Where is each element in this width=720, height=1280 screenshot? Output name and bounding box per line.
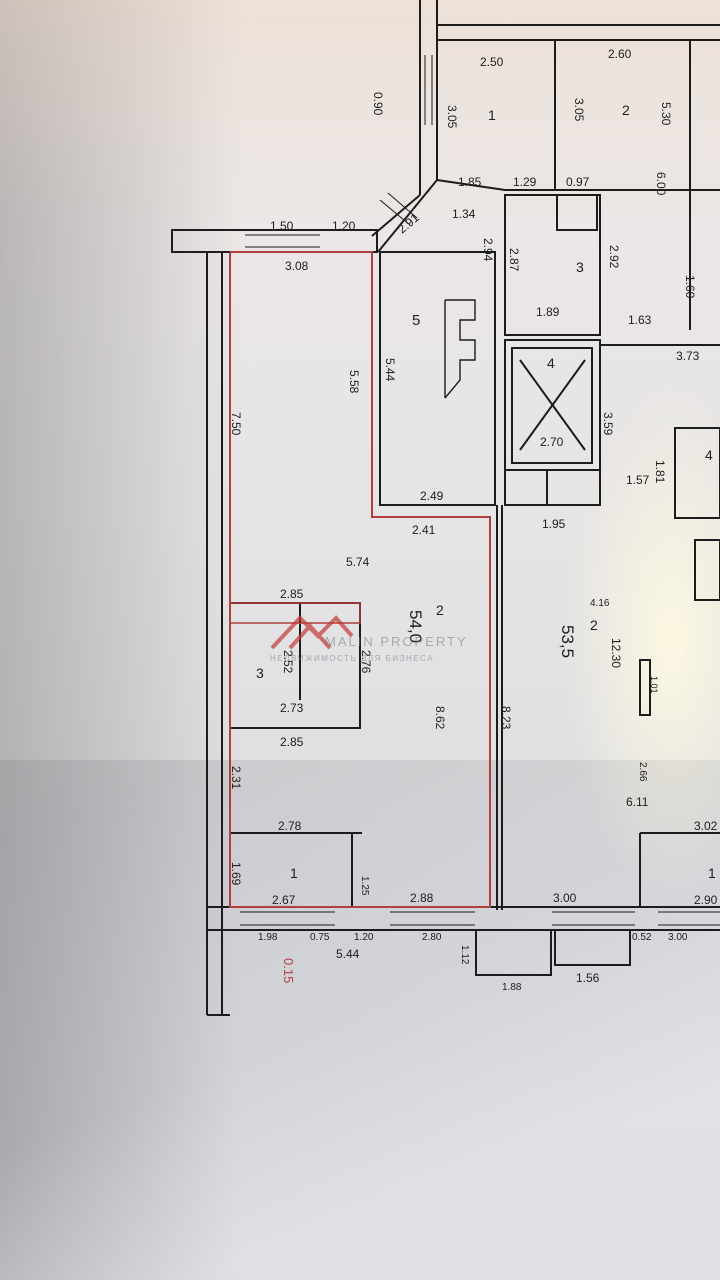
dim: 2.88 — [410, 891, 434, 905]
dim: 5.30 — [659, 102, 673, 126]
dim: 8.23 — [499, 706, 513, 730]
dim: 0.90 — [371, 92, 385, 116]
dim: 3.02 — [694, 819, 718, 833]
dim: 2.49 — [420, 489, 444, 503]
dim: 3.59 — [601, 412, 615, 436]
dim: 2.41 — [412, 523, 436, 537]
dim: 5.58 — [347, 370, 361, 394]
dim: 1.12 — [459, 945, 470, 965]
dim: 1.01 — [649, 676, 659, 694]
watermark-brand: MALIN PROPERTY — [325, 634, 468, 649]
dim: 2.70 — [540, 435, 564, 449]
dimensions: 2.50 2.60 3.05 3.05 5.30 6.00 0.90 1.85 … — [229, 47, 718, 993]
dim: 6.00 — [654, 172, 668, 196]
dim: 0.97 — [566, 175, 590, 189]
dim: 3.00 — [668, 932, 688, 943]
dim: 3.73 — [676, 349, 700, 363]
stairs — [444, 299, 476, 399]
dim: 2.85 — [280, 587, 304, 601]
room-label-4-right: 4 — [705, 447, 713, 463]
dim: 2.52 — [281, 650, 295, 674]
room-label-1-right: 1 — [708, 865, 716, 881]
room-label-4-top: 4 — [547, 355, 555, 371]
dim: 1.56 — [576, 971, 600, 985]
dim: 1.63 — [628, 313, 652, 327]
watermark-tagline: НЕДВИЖИМОСТЬ ДЛЯ БИЗНЕСА — [270, 654, 435, 663]
room-label-3-top: 3 — [576, 259, 584, 275]
area-right: 53,5 — [558, 625, 577, 658]
dim: 8.62 — [433, 706, 447, 730]
dim: 1.98 — [258, 932, 278, 943]
room-label-2-top: 2 — [622, 102, 630, 118]
dim: 1.95 — [542, 517, 566, 531]
walls — [171, 0, 720, 1016]
dim: 5.74 — [346, 555, 370, 569]
area-main: 54,0 — [406, 610, 425, 643]
dim: 1.25 — [359, 876, 370, 896]
dim: 6.11 — [626, 795, 649, 809]
dim: 1.50 — [270, 219, 294, 233]
dim: 0.15 — [281, 958, 296, 983]
dim: 2.87 — [507, 248, 521, 272]
dim: 3.00 — [553, 891, 577, 905]
dim: 2.94 — [481, 238, 495, 262]
dim: 2.76 — [359, 650, 373, 674]
dim: 3.05 — [445, 105, 459, 129]
room-label-5: 5 — [412, 312, 420, 329]
premises-inner-outline — [229, 602, 361, 624]
dim: 1.89 — [536, 305, 560, 319]
dim: 5.44 — [336, 947, 360, 961]
dim: 2.85 — [280, 735, 304, 749]
dim: 2.73 — [280, 701, 304, 715]
dim: 1.20 — [332, 219, 356, 233]
premises-outline — [229, 251, 491, 908]
dim: 2.66 — [637, 762, 648, 782]
dim: 2.78 — [278, 819, 302, 833]
dim: 2.60 — [608, 47, 632, 61]
dim: 2.80 — [422, 932, 442, 943]
dim: 3.08 — [285, 259, 309, 273]
room-label-1-top: 1 — [488, 107, 496, 123]
dim: 1.34 — [452, 207, 476, 221]
dim: 3.05 — [572, 98, 586, 122]
dim: 1.57 — [626, 473, 650, 487]
dim: 4.16 — [590, 598, 610, 609]
dim: 1.60 — [683, 275, 697, 299]
dim: 1.69 — [229, 862, 243, 886]
dim: 0.75 — [310, 932, 330, 943]
dim: 1.85 — [458, 175, 482, 189]
house-logo-icon — [270, 615, 354, 650]
dim: 0.52 — [632, 932, 652, 943]
room-label-3-small: 3 — [256, 665, 264, 681]
dim: 2.31 — [229, 766, 243, 790]
dim: 5.44 — [383, 358, 397, 382]
dim: 12.30 — [609, 638, 623, 668]
room-label-1-small: 1 — [290, 865, 298, 881]
dim: 7.50 — [229, 412, 243, 436]
dim: 2.92 — [607, 245, 621, 269]
dim: 1.20 — [354, 932, 374, 943]
room-label-2-right: 2 — [590, 617, 598, 633]
room-label-2-main: 2 — [436, 602, 444, 618]
dim: 1.29 — [513, 175, 537, 189]
dim: 2.50 — [480, 55, 504, 69]
dim: 2.90 — [694, 893, 718, 907]
windows — [240, 55, 720, 926]
dim: 1.81 — [653, 460, 667, 484]
dim: 2.67 — [272, 893, 296, 907]
dim: 1.88 — [502, 982, 522, 993]
